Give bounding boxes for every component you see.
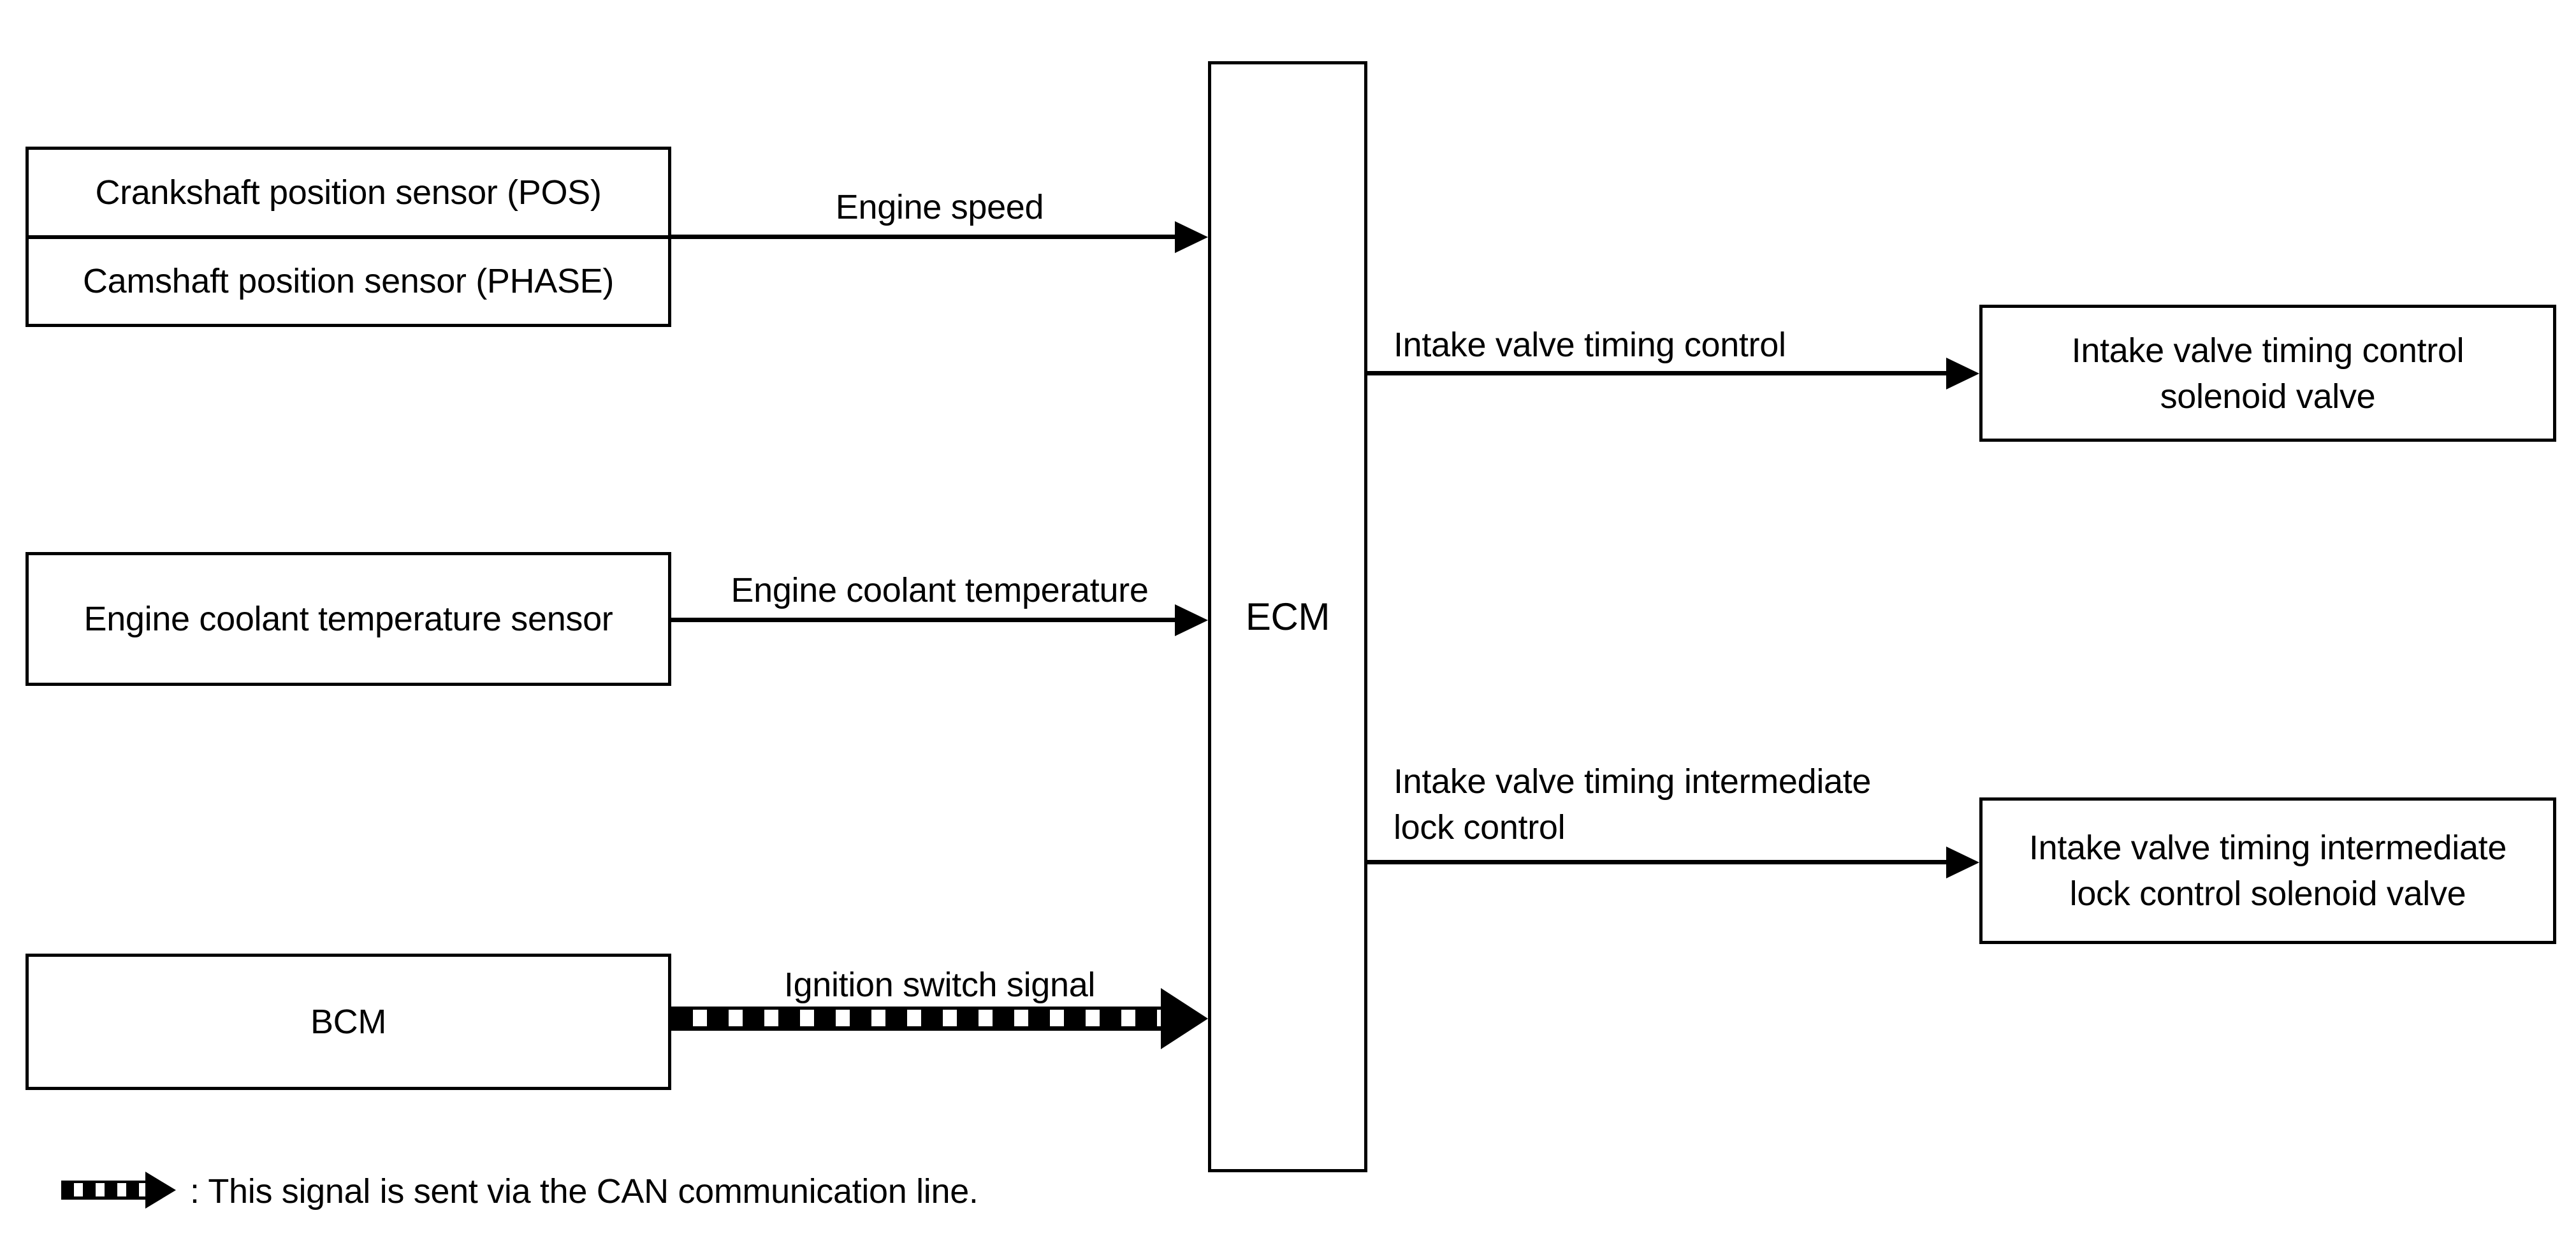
can-legend-arrowhead-icon: [145, 1172, 176, 1209]
ivt-lock-label: Intake valve timing intermediate lock co…: [1394, 759, 1871, 850]
can-arrowhead: [1161, 988, 1208, 1049]
can-arrow-band: [671, 1007, 1162, 1031]
ivt-solenoid-label-line1: Intake valve timing control: [2071, 331, 2464, 370]
ivt-control-arrow-line: [1367, 371, 1947, 375]
ignition-signal-label: Ignition switch signal: [783, 966, 1096, 1004]
ecm-label: ECM: [1245, 595, 1330, 638]
coolant-sensor-box: Engine coolant temperature sensor: [25, 552, 671, 686]
cam-sensor-label: Camshaft position sensor (PHASE): [82, 262, 615, 301]
coolant-temp-label: Engine coolant temperature: [731, 571, 1149, 609]
ivt-lock-arrowhead: [1946, 847, 1979, 878]
ivt-control-arrowhead: [1946, 358, 1979, 389]
ivt-lock-arrow-line: [1367, 860, 1947, 864]
crank-cam-sensor-box: Crankshaft position sensor (POS) Camshaf…: [25, 147, 671, 327]
legend-text: : This signal is sent via the CAN commun…: [190, 1172, 979, 1211]
crank-sensor-label: Crankshaft position sensor (POS): [95, 173, 602, 212]
ecm-box: ECM: [1208, 61, 1367, 1172]
engine-speed-arrowhead: [1175, 221, 1208, 253]
bcm-box: BCM: [25, 954, 671, 1090]
ivt-control-label: Intake valve timing control: [1394, 326, 1786, 364]
ivt-lock-solenoid-label-line1: Intake valve timing intermediate: [2028, 829, 2507, 867]
engine-speed-arrow-line: [671, 235, 1176, 239]
coolant-sensor-label: Engine coolant temperature sensor: [84, 600, 613, 638]
engine-speed-label: Engine speed: [835, 188, 1044, 226]
sensor-box-divider: [29, 235, 668, 239]
bcm-label: BCM: [310, 1003, 387, 1041]
coolant-temp-arrowhead: [1175, 604, 1208, 636]
ivt-solenoid-label-line2: solenoid valve: [2160, 377, 2376, 416]
coolant-temp-arrow-line: [671, 618, 1176, 622]
ivt-lock-solenoid-box: Intake valve timing intermediate lock co…: [1979, 797, 2556, 944]
ivt-lock-solenoid-label-line2: lock control solenoid valve: [2069, 875, 2466, 913]
ivt-lock-label-line2: lock control: [1394, 808, 1566, 847]
can-legend-arrow-icon: [61, 1181, 147, 1200]
ivt-solenoid-box: Intake valve timing control solenoid val…: [1979, 305, 2556, 442]
ivt-lock-label-line1: Intake valve timing intermediate: [1394, 762, 1872, 801]
